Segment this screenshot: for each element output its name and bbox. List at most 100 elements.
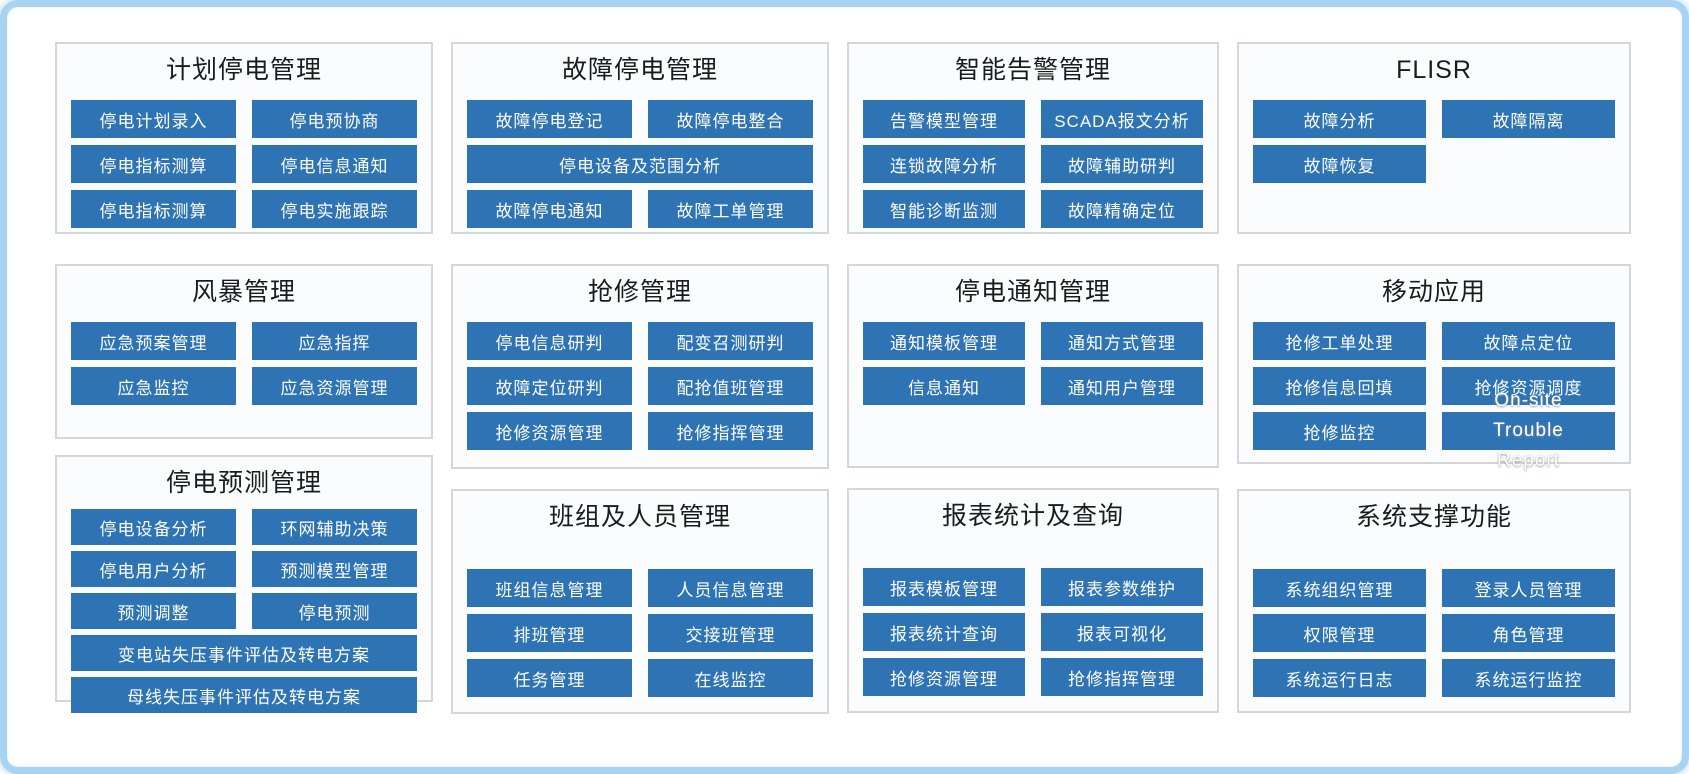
module-grid: 停电计划录入 停电预协商 停电指标测算 停电信息通知 停电指标测算 停电实施跟踪 [71, 100, 417, 228]
module-block: 停电实施跟踪 [252, 190, 417, 228]
module-block-label: 停电信息研判 [495, 333, 604, 353]
module-grid: 应急预案管理 应急指挥 应急监控 应急资源管理 [71, 322, 417, 405]
module-block: 抢修监控 [1253, 412, 1426, 450]
module-block-label: 停电指标测算 [99, 201, 208, 221]
module-block: 抢修资源管理 [863, 658, 1025, 696]
panel-fault-outage: 故障停电管理 故障停电登记 故障停电整合 停电设备及范围分析 故障停电通知 故障… [451, 42, 829, 234]
module-block-label: 故障停电登记 [495, 111, 604, 131]
module-block-label: 故障辅助研判 [1068, 156, 1176, 176]
module-block: 应急资源管理 [252, 367, 417, 405]
module-block: 抢修信息回填 [1253, 367, 1426, 405]
diagram-column: 计划停电管理 停电计划录入 停电预协商 停电指标测算 停电信息通知 停电指标测算… [55, 42, 433, 714]
module-grid: 告警模型管理 SCADA报文分析 连锁故障分析 故障辅助研判 智能诊断监测 故障… [863, 100, 1203, 228]
module-block: 抢修工单处理 [1253, 322, 1426, 360]
module-block-label: 抢修资源调度 [1474, 378, 1583, 398]
module-grid: 班组信息管理 人员信息管理 排班管理 交接班管理 任务管理 在线监控 [467, 569, 813, 697]
module-block-label: 变电站失压事件评估及转电方案 [118, 645, 370, 665]
module-block-label: 预测模型管理 [280, 561, 389, 581]
module-block: 系统运行日志 [1253, 659, 1426, 697]
module-block: 告警模型管理 [863, 100, 1025, 138]
module-block: 故障工单管理 [648, 190, 813, 228]
panel-planned-outage: 计划停电管理 停电计划录入 停电预协商 停电指标测算 停电信息通知 停电指标测算… [55, 42, 433, 234]
module-block-label: 智能诊断监测 [890, 201, 998, 221]
module-block: 通知模板管理 [863, 322, 1025, 360]
module-block: 故障隔离 [1442, 100, 1615, 138]
module-block-label: 登录人员管理 [1474, 580, 1583, 600]
module-block: 人员信息管理 [648, 569, 813, 607]
module-block: 故障停电登记 [467, 100, 632, 138]
module-block-label: 停电用户分析 [99, 561, 208, 581]
module-block: 报表模板管理 [863, 568, 1025, 606]
module-block: 报表统计查询 [863, 613, 1025, 651]
module-block-label: 故障工单管理 [676, 201, 785, 221]
module-block-label: 停电指标测算 [99, 156, 208, 176]
panel-title: 班组及人员管理 [548, 503, 731, 531]
panel-flisr: FLISR 故障分析 故障隔离 故障恢复 [1237, 42, 1631, 234]
panel-title: 停电通知管理 [954, 278, 1111, 306]
module-block-label: 故障分析 [1303, 111, 1376, 131]
module-block: 登录人员管理 [1442, 569, 1615, 607]
panel-storm: 风暴管理 应急预案管理 应急指挥 应急监控 应急资源管理 [55, 264, 433, 439]
module-block-label: 通知方式管理 [1068, 333, 1176, 353]
module-block: 角色管理 [1442, 614, 1615, 652]
module-block-label: 故障定位研判 [495, 378, 604, 398]
panel-title: 系统支撑功能 [1355, 503, 1512, 531]
module-block-label: 交接班管理 [685, 625, 776, 645]
module-block: 环网辅助决策 [252, 509, 417, 545]
module-block: 抢修资源管理 [467, 412, 632, 450]
module-block-label: 抢修信息回填 [1285, 378, 1394, 398]
module-grid: 抢修工单处理 故障点定位 抢修信息回填 抢修资源调度 抢修监控 On-site … [1253, 322, 1615, 471]
module-block-label: 连锁故障分析 [890, 156, 998, 176]
module-block-label: 配变召测研判 [676, 333, 785, 353]
module-block-label: 系统运行日志 [1285, 670, 1394, 690]
panel-smart-alarm: 智能告警管理 告警模型管理 SCADA报文分析 连锁故障分析 故障辅助研判 智能… [847, 42, 1219, 234]
module-block: 故障停电通知 [467, 190, 632, 228]
module-block: 报表参数维护 [1041, 568, 1203, 606]
feature-diagram: 计划停电管理 停电计划录入 停电预协商 停电指标测算 停电信息通知 停电指标测算… [55, 42, 1631, 714]
module-block: 应急预案管理 [71, 322, 236, 360]
module-block: 排班管理 [467, 614, 632, 652]
module-block-label: 停电信息通知 [280, 156, 389, 176]
module-block-label: 停电设备分析 [99, 519, 208, 539]
module-block: 系统运行监控 [1442, 659, 1615, 697]
module-block: 通知方式管理 [1041, 322, 1203, 360]
module-block: 系统组织管理 [1253, 569, 1426, 607]
module-block: 停电信息研判 [467, 322, 632, 360]
module-block: 故障定位研判 [467, 367, 632, 405]
panel-outage-forecast: 停电预测管理 停电设备分析 环网辅助决策 停电用户分析 预测模型管理 预测调整 … [55, 455, 433, 713]
module-block-label: 故障停电通知 [495, 201, 604, 221]
module-block: 母线失压事件评估及转电方案 [71, 677, 417, 713]
panel-title: 移动应用 [1381, 278, 1486, 306]
module-block-label: 班组信息管理 [495, 580, 604, 600]
module-block: 权限管理 [1253, 614, 1426, 652]
module-block: 故障分析 [1253, 100, 1426, 138]
module-block-label: 应急监控 [117, 378, 190, 398]
module-block-label: 在线监控 [694, 670, 767, 690]
module-grid: 故障停电登记 故障停电整合 停电设备及范围分析 故障停电通知 故障工单管理 [467, 100, 813, 228]
module-block-label: 报表参数维护 [1068, 579, 1176, 599]
diagram-column: 故障停电管理 故障停电登记 故障停电整合 停电设备及范围分析 故障停电通知 故障… [451, 42, 829, 714]
module-block: 配抢值班管理 [648, 367, 813, 405]
module-grid: 系统组织管理 登录人员管理 权限管理 角色管理 系统运行日志 系统运行监控 [1253, 569, 1615, 697]
module-grid: 停电信息研判 配变召测研判 故障定位研判 配抢值班管理 抢修资源管理 抢修指挥管… [467, 322, 813, 450]
module-block: 故障辅助研判 [1041, 145, 1203, 183]
module-block: 故障点定位 [1442, 322, 1615, 360]
module-block-label: 停电预协商 [289, 111, 380, 131]
module-block: 班组信息管理 [467, 569, 632, 607]
module-block-label: 抢修指挥管理 [676, 423, 785, 443]
module-grid: 通知模板管理 通知方式管理 信息通知 通知用户管理 [863, 322, 1203, 405]
panel-title: 报表统计及查询 [941, 502, 1124, 530]
module-block-label: 配抢值班管理 [676, 378, 785, 398]
module-block-label: 抢修指挥管理 [1068, 669, 1176, 689]
module-block-label: SCADA报文分析 [1054, 111, 1190, 131]
module-block-label: 预测调整 [117, 603, 190, 623]
module-block: On-site Trouble Report [1442, 390, 1615, 471]
module-block: 故障恢复 [1253, 145, 1426, 183]
module-block-label: 人员信息管理 [676, 580, 785, 600]
module-block-label: 环网辅助决策 [280, 519, 389, 539]
diagram-column: FLISR 故障分析 故障隔离 故障恢复 移动应用 抢修工单处理 故障点定位 抢… [1237, 42, 1631, 714]
module-block: SCADA报文分析 [1041, 100, 1203, 138]
module-block-label: 停电计划录入 [99, 111, 208, 131]
module-block: 预测调整 [71, 593, 236, 629]
module-block-label: 应急资源管理 [280, 378, 389, 398]
